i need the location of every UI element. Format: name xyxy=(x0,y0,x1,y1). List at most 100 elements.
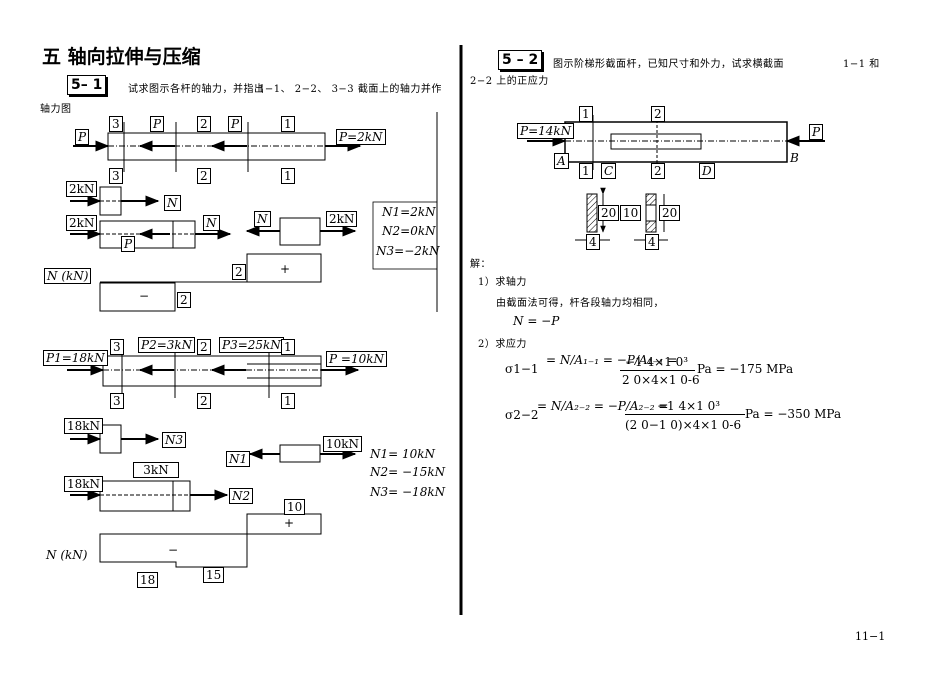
fig-a-fbd3-force: 2kN xyxy=(326,211,358,227)
chapter-title: 五 轴向拉伸与压缩 xyxy=(42,46,201,68)
problem-5-2-tag: 5 – 2 xyxy=(498,50,543,70)
fig-b-sec2-bot: 2 xyxy=(197,393,211,409)
fig-c-dim-10: 10 xyxy=(620,205,642,221)
fig-c-dim-4a: 4 xyxy=(586,234,600,250)
fig-a-fbd-2 xyxy=(70,220,232,249)
fig-a-p-left: P xyxy=(75,129,90,145)
fig-a-fbd2-n: N xyxy=(203,215,220,231)
fig-b-value-18: 18 xyxy=(137,572,159,588)
fig-a-value-top: 2 xyxy=(232,264,246,280)
solution-step-1-text: 由截面法可得，杆各段轴力均相同， xyxy=(496,298,664,309)
fig-c-dim-20a: 20 xyxy=(598,205,620,221)
fig-c-dim-20b: 20 xyxy=(659,205,681,221)
solution-step-2: 2）求应力 xyxy=(478,339,527,350)
fig-b-fbd2-force: 10kN xyxy=(323,436,363,452)
fig-b-fbd2-n: N1 xyxy=(226,451,251,467)
fig-a-result-3: N3=−2kN xyxy=(376,244,440,258)
eq2-denominator: (2 0−1 0)×4×1 0-6 xyxy=(625,418,742,432)
solution-step-1: 1）求轴力 xyxy=(478,277,527,288)
fig-b-p1: P1=18kN xyxy=(43,350,108,366)
fig-b-minus-sign: − xyxy=(168,543,179,557)
fig-c-dim-4b: 4 xyxy=(645,234,659,250)
fig-b-axis-label: N (kN) xyxy=(46,548,88,562)
fig-a-fbd-1 xyxy=(70,186,160,216)
eq1-fraction-bar xyxy=(620,370,695,371)
eq2-numerator: −1 4×1 0³ xyxy=(657,399,721,413)
fig-a-fbd3-n: N xyxy=(254,211,271,227)
eq1-n-over-a: = N/A₁₋₁ = −P/A₁₋₁ = xyxy=(546,353,678,367)
problem-5-2-text-right: 1−1 和 xyxy=(843,59,880,70)
fig-b-plus-sign: + xyxy=(284,516,295,530)
fig-a-sec1-bot: 1 xyxy=(281,168,295,184)
fig-b-fbd1-n: N3 xyxy=(162,432,187,448)
problem-5-2-text2: 2−2 上的正应力 xyxy=(470,76,549,87)
eq2-lhs: σ2−2 xyxy=(505,408,539,422)
fig-a-plus-sign: + xyxy=(280,262,291,276)
fig-b-result-1: N1= 10kN xyxy=(370,447,436,461)
eq2-n-over-a: = N/A₂₋₂ = −P/A₂₋₂ = xyxy=(537,399,669,413)
fig-b-p3: P3=25kN xyxy=(219,337,284,353)
fig-c-label-c: C xyxy=(601,163,617,179)
fig-a-axis-label: N (kN) xyxy=(44,268,92,284)
fig-a-sec2-bot: 2 xyxy=(197,168,211,184)
fig-a-axial-diagram xyxy=(99,253,322,312)
fig-c-sec1-bot: 1 xyxy=(579,163,593,179)
problem-5-1-text2: 轴力图 xyxy=(40,104,72,115)
fig-a-fbd1-force: 2kN xyxy=(66,181,98,197)
fig-c-p-right: P xyxy=(809,124,824,140)
eq1-lhs: σ1−1 xyxy=(505,362,539,376)
fig-a-fbd2-p: P xyxy=(121,236,136,252)
solution-step-1-equation: N = −P xyxy=(513,314,560,328)
fig-c-bar xyxy=(527,115,825,170)
fig-b-sec3-bot: 3 xyxy=(110,393,124,409)
fig-a-p-mid2: P xyxy=(228,116,243,132)
fig-a-value-bot: 2 xyxy=(177,292,191,308)
fig-a-p-mid1: P xyxy=(150,116,165,132)
fig-c-p-left: P=14kN xyxy=(517,123,575,139)
fig-a-minus-sign: − xyxy=(139,289,150,303)
eq2-result: Pa = −350 MPa xyxy=(745,407,842,421)
fig-b-fbd3-n: N2 xyxy=(229,488,254,504)
eq2-fraction-bar xyxy=(625,414,745,415)
fig-a-fbd2-force: 2kN xyxy=(66,215,98,231)
fig-c-label-d: D xyxy=(699,163,715,179)
problem-5-1-text: 试求图示各杆的轴力，并指出 xyxy=(128,84,265,95)
page-number: 11−1 xyxy=(855,630,886,643)
fig-c-sec2-bot: 2 xyxy=(651,163,665,179)
fig-b-p4: P =10kN xyxy=(326,351,387,367)
fig-a-fbd-3 xyxy=(245,217,357,246)
fig-b-sec1-top: 1 xyxy=(281,339,295,355)
eq1-numerator: −1 4×1 0³ xyxy=(625,355,689,369)
fig-a-sec1-top: 1 xyxy=(281,116,295,132)
fig-a-bar xyxy=(73,122,362,172)
fig-a-p-right: P=2kN xyxy=(336,129,386,145)
fig-b-fbd3-force: 18kN xyxy=(64,476,104,492)
fig-a-sec3-bot: 3 xyxy=(109,168,123,184)
fig-b-fbd1-force: 18kN xyxy=(64,418,104,434)
fig-b-sec2-top: 2 xyxy=(197,339,211,355)
problem-5-1-tag: 5– 1 xyxy=(67,75,107,95)
fig-a-result-2: N2=0kN xyxy=(382,224,436,238)
eq1-result: Pa = −175 MPa xyxy=(697,362,794,376)
fig-b-result-2: N2= −15kN xyxy=(370,465,446,479)
fig-b-p2: P2=3kN xyxy=(138,337,196,353)
fig-b-fbd-2 xyxy=(248,444,357,463)
fig-c-sec1-top: 1 xyxy=(579,106,593,122)
fig-b-value-15: 15 xyxy=(203,567,225,583)
fig-a-sec2-top: 2 xyxy=(197,116,211,132)
fig-c-label-b: B xyxy=(790,151,799,165)
fig-b-value-10: 10 xyxy=(284,499,306,515)
fig-c-label-a: A xyxy=(554,153,569,169)
problem-5-1-sections: 1−1、 2−2、 3−3 截面上的轴力并作 xyxy=(258,84,442,95)
problem-5-2-text: 图示阶梯形截面杆，已知尺寸和外力，试求横截面 xyxy=(553,59,784,70)
fig-a-sec3-top: 3 xyxy=(109,116,123,132)
fig-b-sec1-bot: 1 xyxy=(281,393,295,409)
fig-b-fbd-1 xyxy=(70,424,160,454)
eq1-denominator: 2 0×4×1 0-6 xyxy=(622,373,700,387)
fig-c-cross-sections xyxy=(575,187,668,241)
fig-b-sec3-top: 3 xyxy=(110,339,124,355)
fig-c-sec2-top: 2 xyxy=(651,106,665,122)
solution-heading: 解： xyxy=(470,259,491,270)
fig-b-fbd3-force-top: 3kN xyxy=(133,462,179,478)
